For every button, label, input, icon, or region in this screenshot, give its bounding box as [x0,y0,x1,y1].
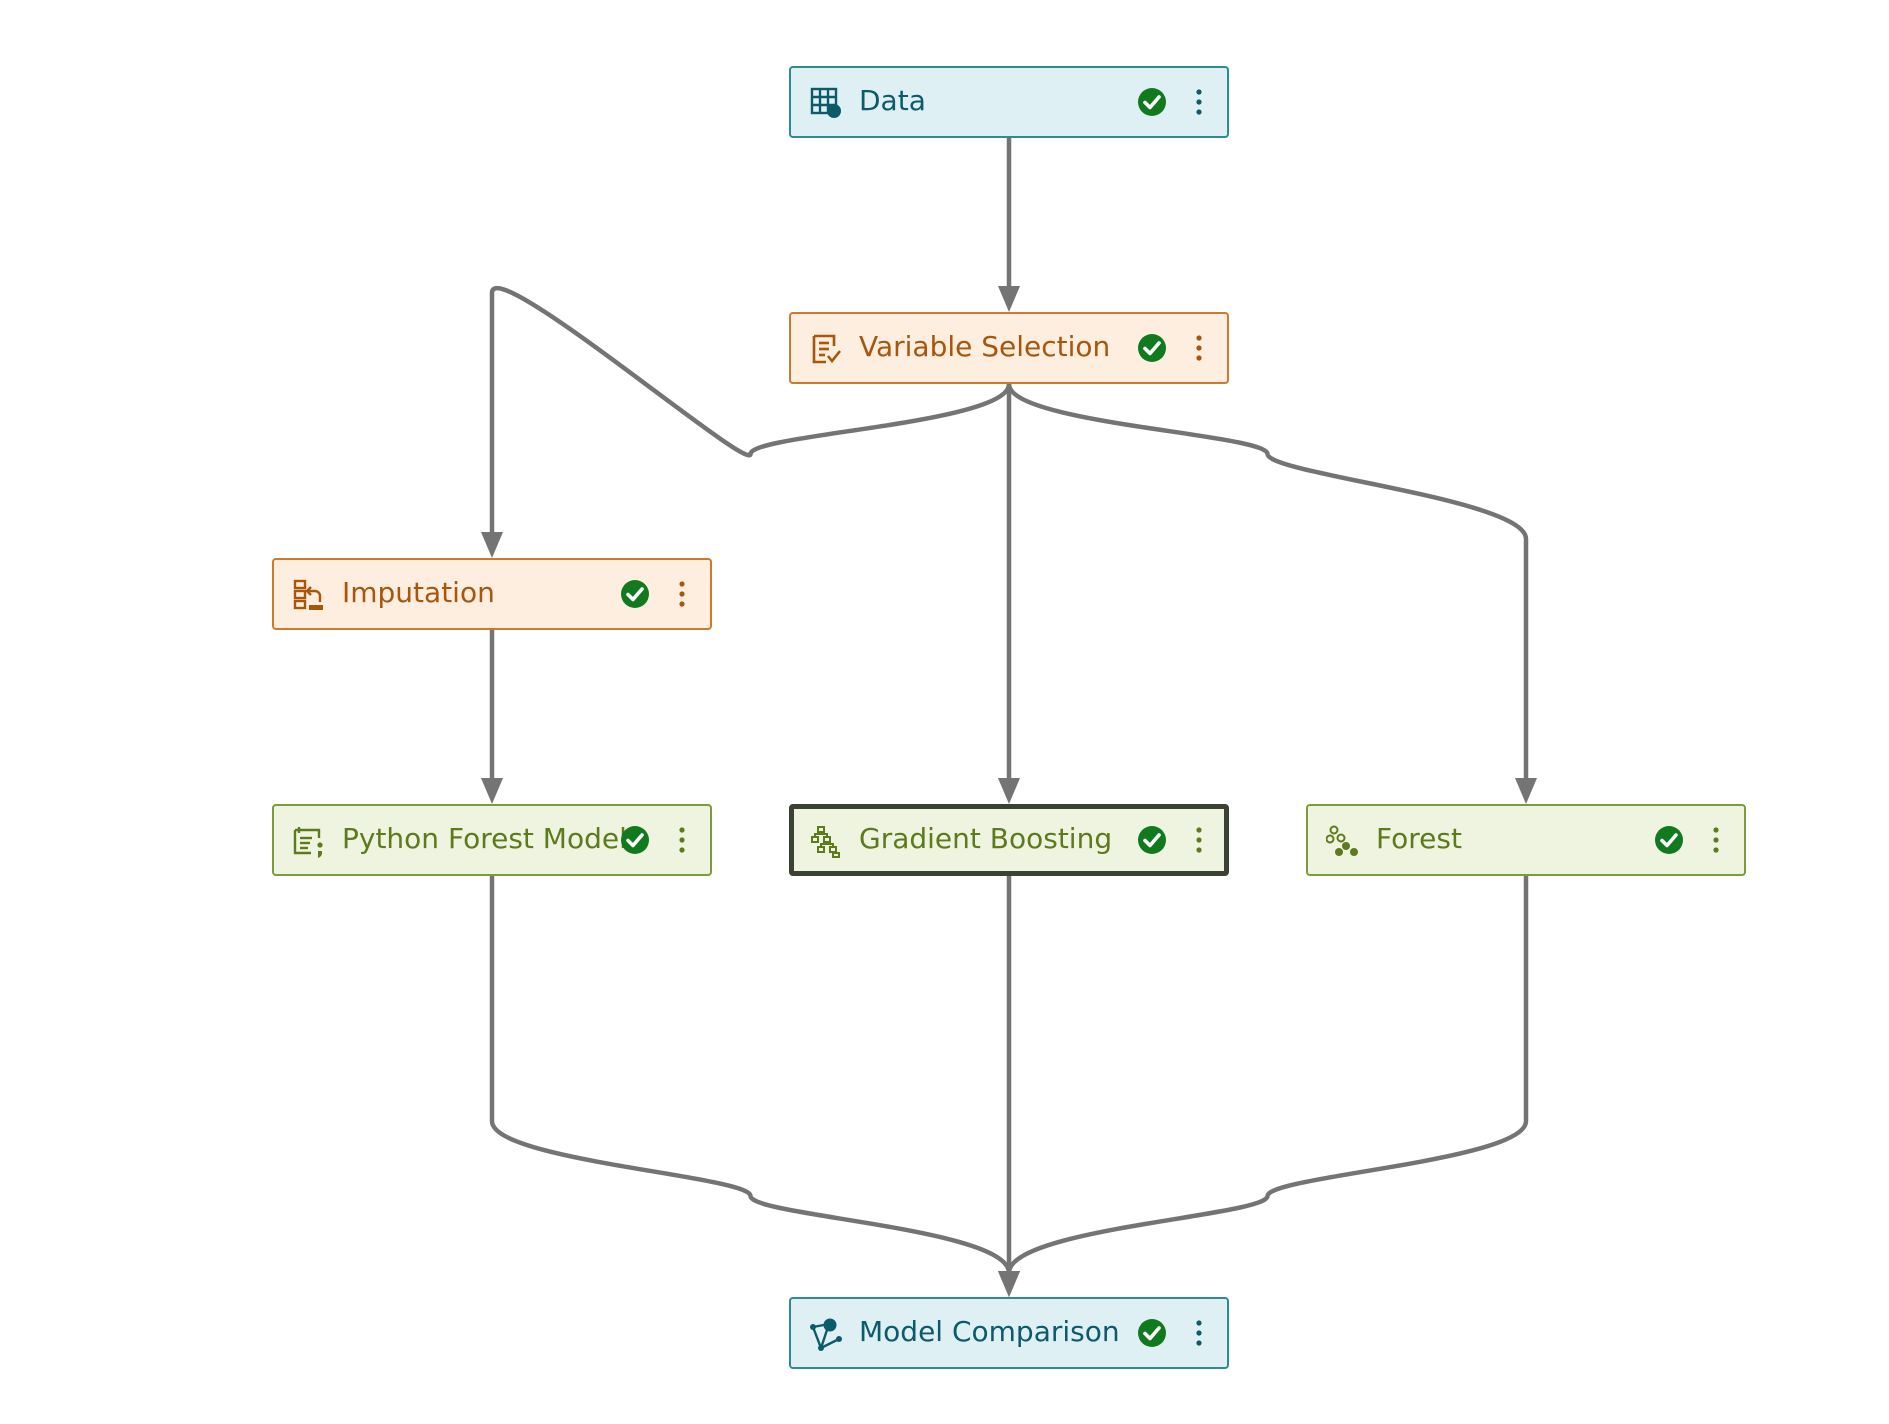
node-label: Variable Selection [859,330,1111,363]
gradient-boosting-icon [809,824,843,858]
node-label: Imputation [342,576,495,609]
code-node-icon [292,824,326,858]
status-completed-icon [1137,87,1167,117]
edge-forest-to-model-comparison[interactable] [998,876,1529,1297]
edge-variable-selection-to-imputation[interactable] [481,286,1012,558]
status-completed-icon [1654,825,1684,855]
edge-python-forest-model-to-model-comparison[interactable] [489,876,1020,1297]
edge-variable-selection-to-forest[interactable] [1006,383,1537,804]
node-menu-icon[interactable] [1187,328,1211,368]
imputation-icon [292,578,326,612]
edge-gradient-boosting-to-model-comparison[interactable] [998,876,1020,1297]
status-completed-icon [1137,1318,1167,1348]
node-forest[interactable]: Forest [1306,804,1746,876]
node-variable-selection[interactable]: Variable Selection [789,312,1229,384]
status-completed-icon [1137,333,1167,363]
node-model-comparison[interactable]: Model Comparison [789,1297,1229,1369]
status-completed-icon [620,825,650,855]
node-menu-icon[interactable] [670,574,694,614]
variable-selection-icon [809,332,843,366]
node-label: Forest [1376,822,1462,855]
node-menu-icon[interactable] [1187,820,1211,860]
node-menu-icon[interactable] [670,820,694,860]
node-menu-icon[interactable] [1187,1313,1211,1353]
edge-variable-selection-to-gradient-boosting[interactable] [998,384,1020,804]
node-label: Model Comparison [859,1315,1120,1348]
node-imputation[interactable]: Imputation [272,558,712,630]
node-data[interactable]: Data [789,66,1229,138]
node-gradient-boosting[interactable]: Gradient Boosting [789,804,1229,876]
edge-imputation-to-python-forest-model[interactable] [481,630,503,804]
node-label: Data [859,84,926,117]
status-completed-icon [620,579,650,609]
node-label: Gradient Boosting [859,822,1113,855]
edge-data-to-variable-selection[interactable] [998,138,1020,312]
model-comparison-icon [809,1317,843,1351]
table-data-icon [809,86,843,120]
forest-icon [1325,824,1360,858]
node-menu-icon[interactable] [1187,82,1211,122]
node-menu-icon[interactable] [1704,820,1728,860]
status-completed-icon [1137,825,1167,855]
node-python-forest-model[interactable]: Python Forest Model [272,804,712,876]
node-label: Python Forest Model [342,822,627,855]
